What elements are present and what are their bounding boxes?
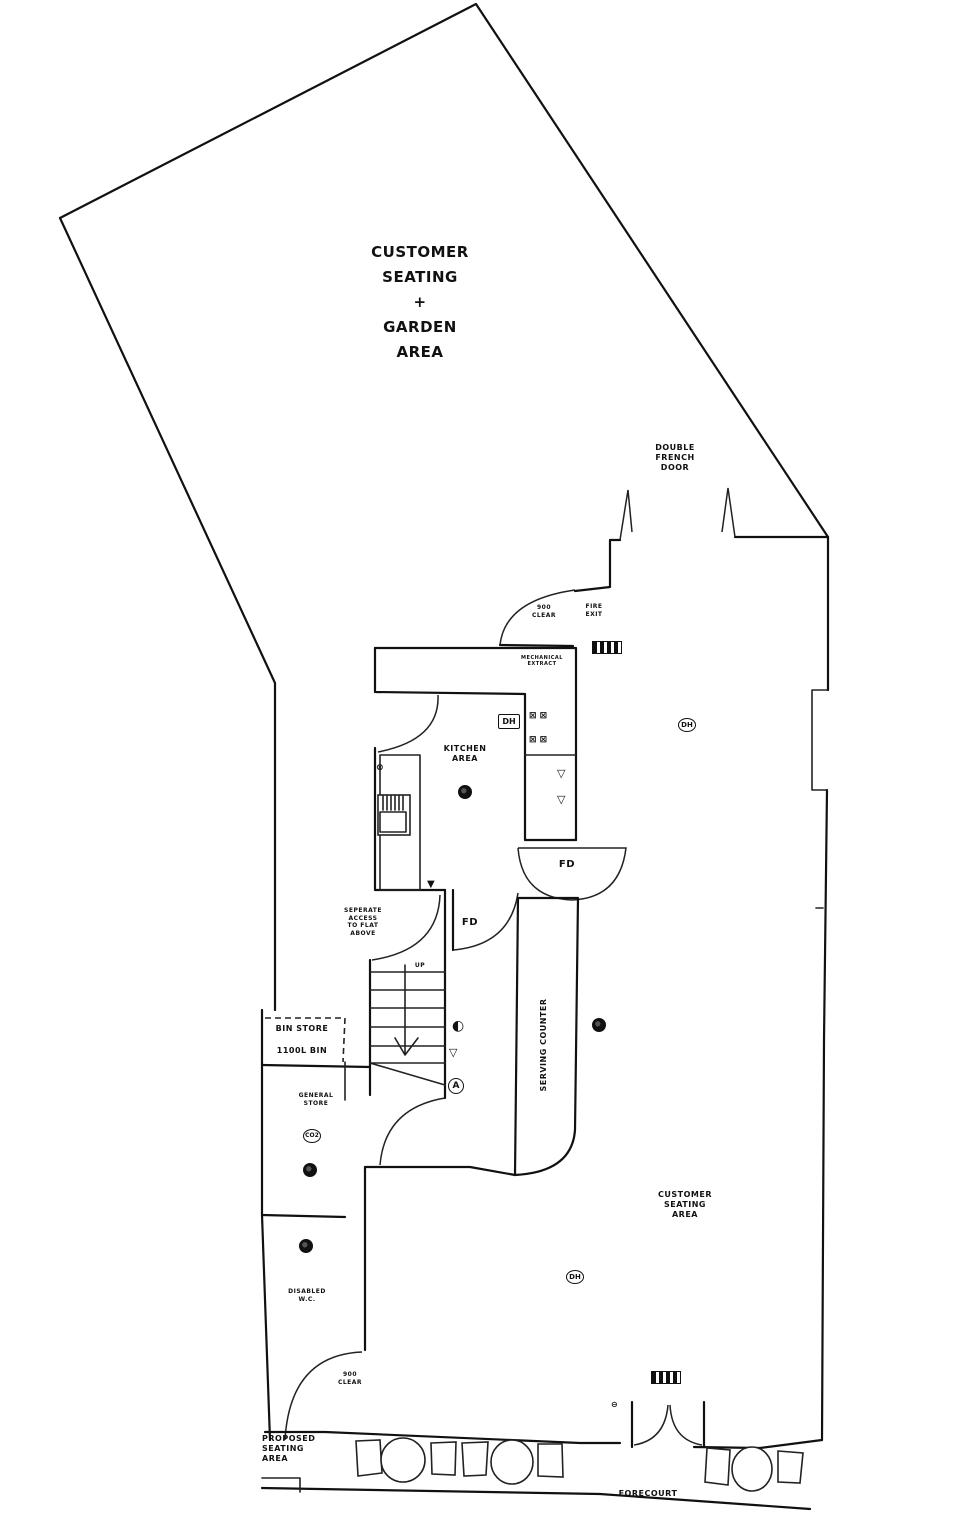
co2-front-icon: ⊖ — [611, 1400, 618, 1409]
serving-counter-shape — [513, 896, 580, 1177]
outdoor-furniture — [355, 1437, 804, 1492]
extinguisher-icon-2: ▽ — [557, 793, 566, 806]
smoke-detector-icon-3 — [303, 1163, 317, 1177]
fire-blanket-icon: ◐ — [452, 1018, 465, 1034]
smoke-detector-icon — [458, 785, 472, 799]
triangle-marker-icon: ▼ — [427, 879, 435, 890]
rear-wall — [498, 487, 830, 648]
door-holder-icon: DH — [678, 718, 696, 732]
label-disabled-wc: Disabled W.C. — [288, 1288, 326, 1303]
label-kitchen-area: Kitchen Area — [443, 744, 487, 763]
extinguisher-icon: ▽ — [557, 767, 566, 780]
label-900-clear-top: 900 Clear — [531, 604, 557, 619]
label-double-french-door: Double French Door — [655, 443, 695, 472]
stair-walls — [368, 888, 519, 1166]
extract-fan-icon-2: ⊠ ⊠ — [529, 735, 548, 745]
label-serving-counter: Serving Counter — [539, 998, 548, 1092]
label-garden-area: Customer Seating + Garden Area — [371, 243, 469, 361]
label-stair-up: UP — [414, 962, 426, 969]
door-holder-kitchen-icon: DH — [498, 714, 520, 729]
site-boundary — [58, 2, 830, 1442]
co2-icon: ⊗ — [376, 763, 384, 773]
door-holder-icon-2: DH — [566, 1270, 584, 1284]
co2-store-icon: CO2 — [303, 1129, 321, 1143]
label-separate-access: Seperate Access to Flat Above — [344, 907, 382, 937]
label-bin-capacity: 1100L Bin — [276, 1046, 328, 1055]
label-forecourt: Forecourt — [618, 1489, 678, 1498]
label-900-clear-bottom: 900 Clear — [337, 1371, 363, 1386]
store-walls — [260, 1017, 517, 1441]
extract-fan-icon: ⊠ ⊠ — [529, 711, 548, 721]
emergency-light-front-icon — [651, 1371, 681, 1384]
kitchen-walls — [373, 646, 627, 901]
emergency-light-icon — [592, 641, 622, 654]
label-fire-exit: Fire Exit — [585, 603, 603, 618]
label-fire-door-stair: FD — [461, 917, 479, 928]
alarm-call-point-icon: A — [448, 1078, 464, 1094]
extinguisher-stair-icon: ▽ — [449, 1046, 458, 1059]
label-customer-seating-area: Customer Seating Area — [658, 1190, 712, 1219]
label-general-store: General Store — [298, 1092, 334, 1107]
label-bin-store: Bin Store — [275, 1024, 329, 1033]
smoke-detector-icon-4 — [299, 1239, 313, 1253]
label-mechanical-extract: Mechanical Extract — [521, 655, 563, 668]
label-fire-door-kitchen: FD — [558, 859, 576, 870]
label-proposed-seating-area: Proposed Seating Area — [262, 1434, 316, 1463]
smoke-detector-icon-2 — [592, 1018, 606, 1032]
